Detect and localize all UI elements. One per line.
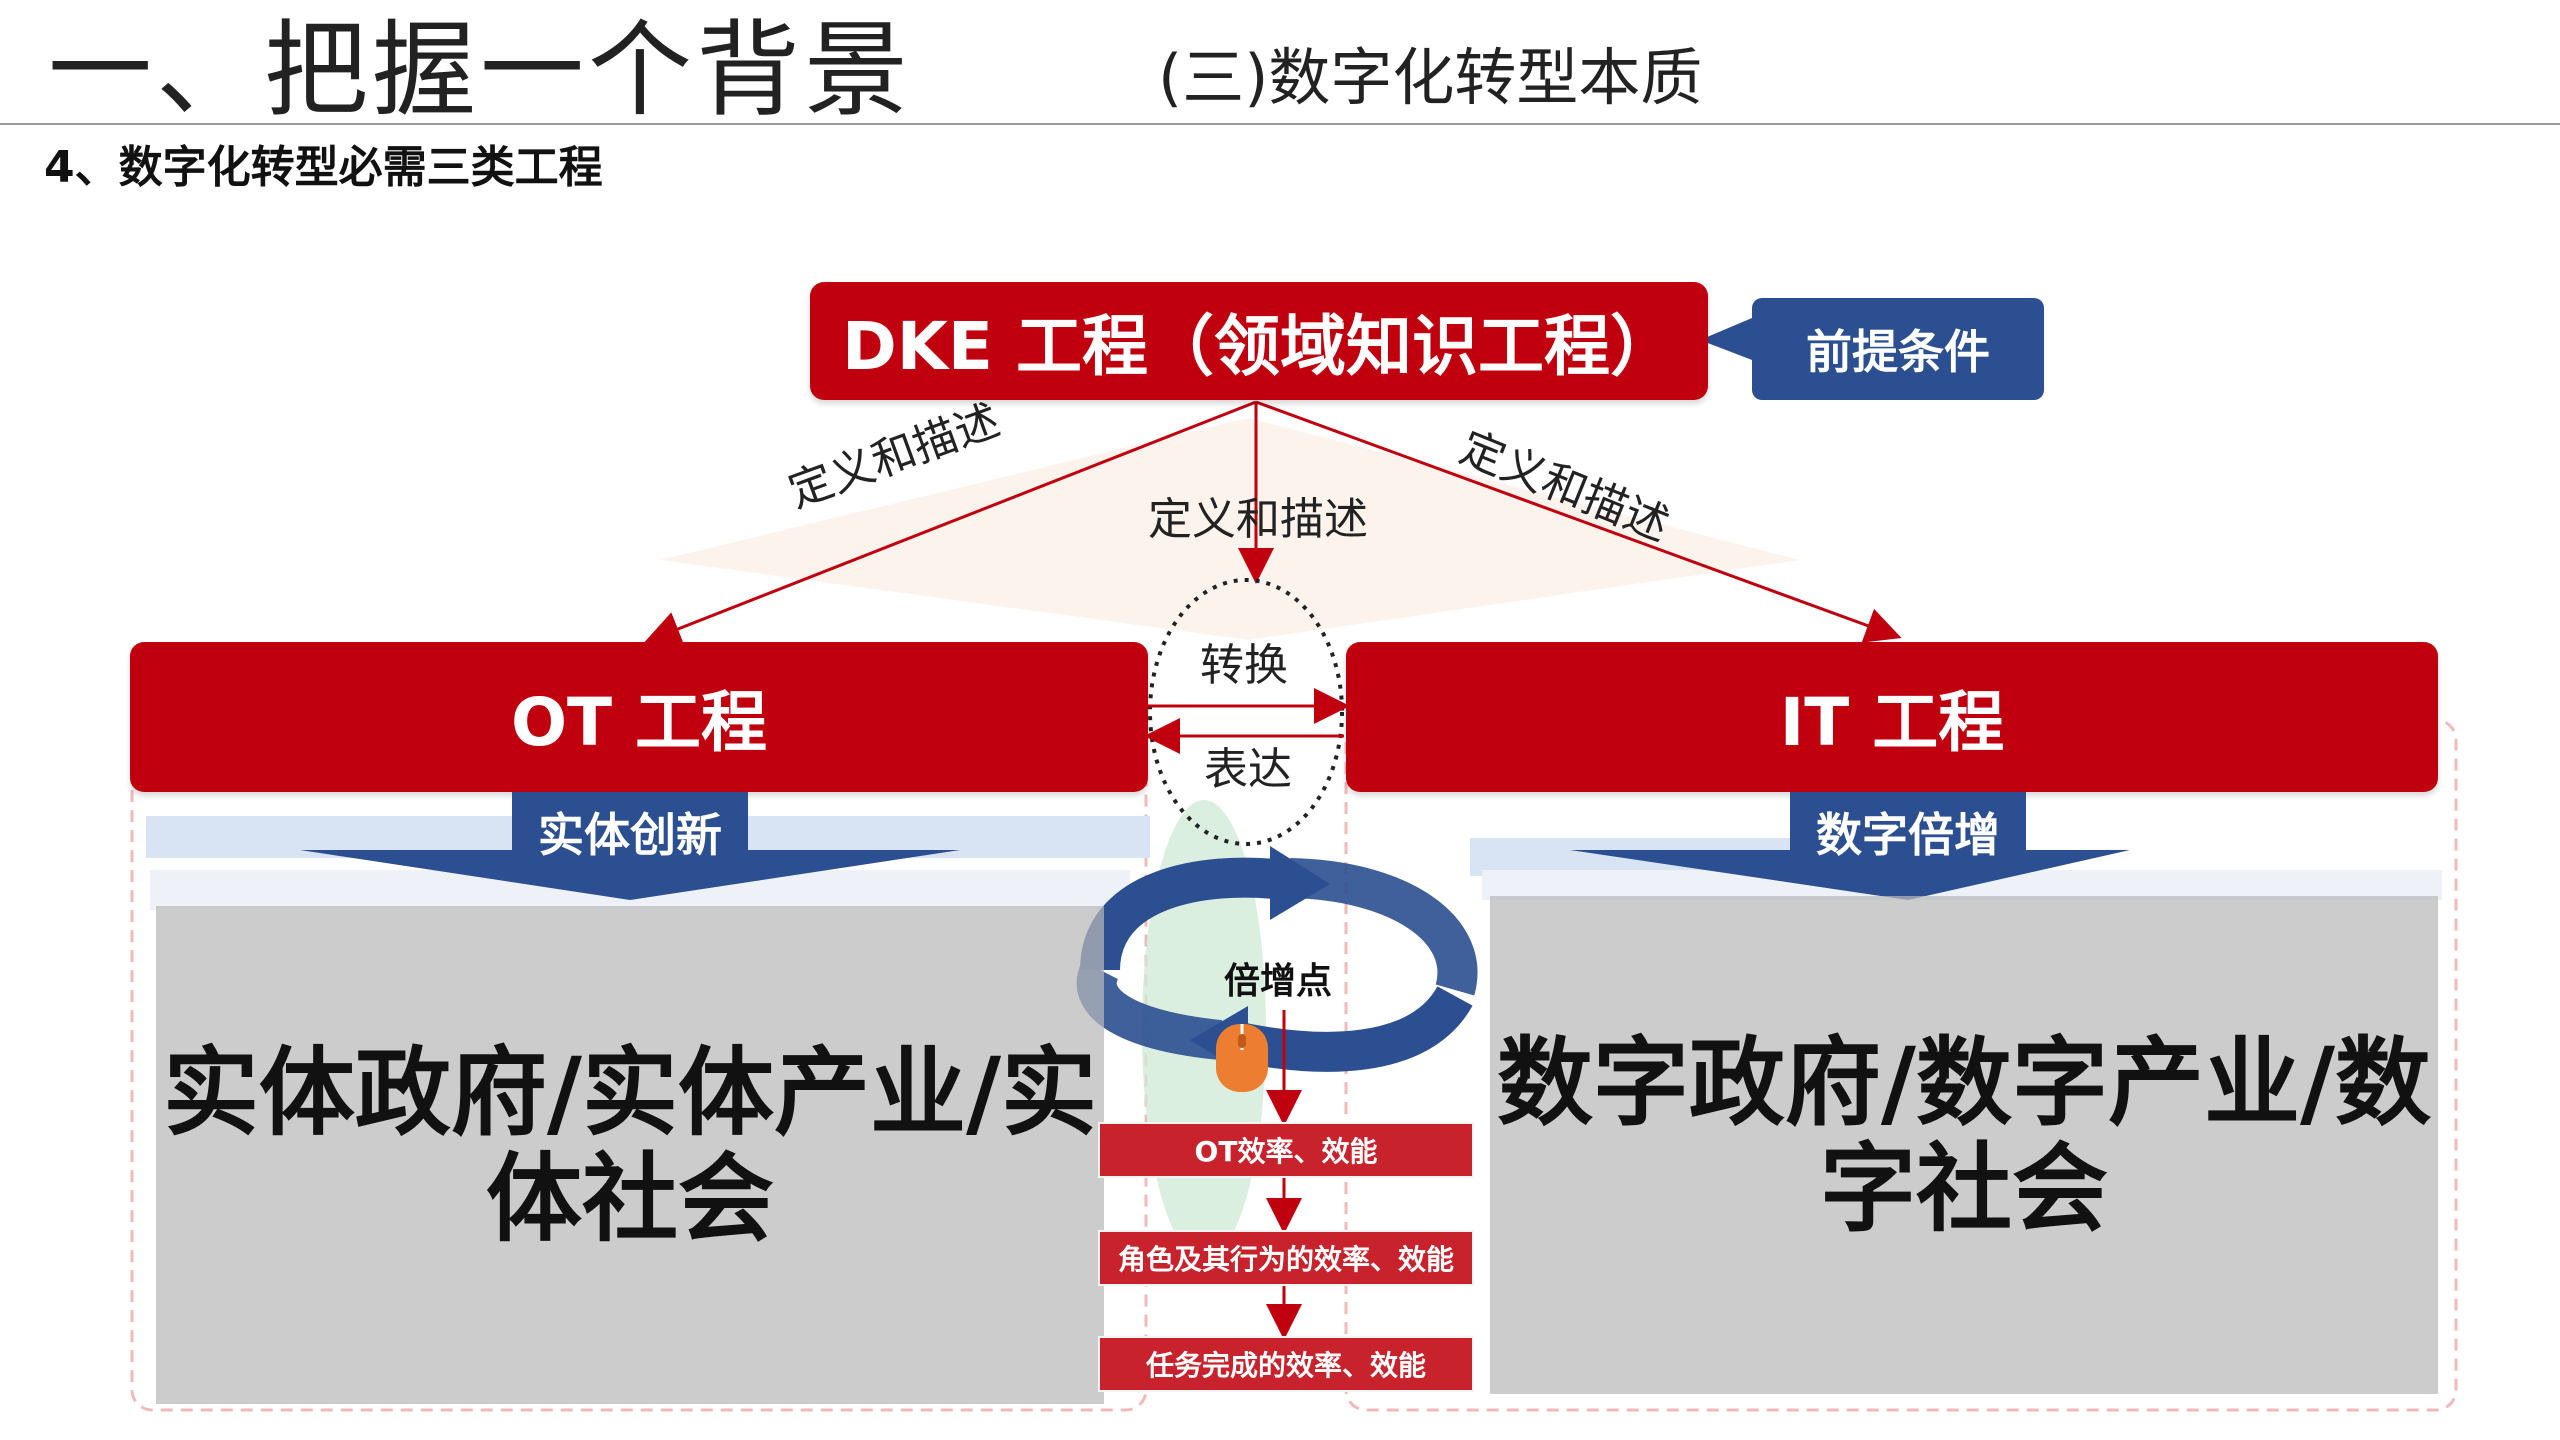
digital-multiplier-tag: 数字倍增 — [1790, 792, 2026, 872]
dke-engineering-box: DKE 工程（领域知识工程） — [810, 282, 1708, 400]
it-engineering-box: IT 工程 — [1346, 642, 2438, 792]
efficiency-bar-ot: OT效率、效能 — [1098, 1122, 1474, 1178]
title-divider — [0, 123, 2560, 125]
define-label-center: 定义和描述 — [1148, 494, 1368, 545]
efficiency-bar-role: 角色及其行为的效率、效能 — [1098, 1230, 1474, 1286]
multiplier-point-label: 倍增点 — [1224, 961, 1333, 1002]
it-result-panel — [1490, 896, 2438, 1394]
convert-label: 转换 — [1200, 640, 1288, 691]
ot-result-panel — [156, 906, 1104, 1404]
precondition-callout: 前提条件 — [1752, 298, 2044, 400]
it-result-text: 数字政府/数字产业/数字社会 — [1496, 1027, 2432, 1245]
slide-subtitle: (三)数字化转型本质 — [1158, 41, 1703, 114]
express-label: 表达 — [1204, 744, 1292, 795]
mouse-icon — [1216, 1024, 1268, 1092]
ot-result-text: 实体政府/实体产业/实体社会 — [162, 1037, 1098, 1255]
efficiency-bar-task: 任务完成的效率、效能 — [1098, 1336, 1474, 1392]
section-heading: 4、数字化转型必需三类工程 — [44, 142, 603, 193]
entity-innovation-tag: 实体创新 — [512, 792, 748, 872]
ot-engineering-box: OT 工程 — [130, 642, 1148, 792]
slide-title: 一、把握一个背景 — [48, 9, 913, 131]
